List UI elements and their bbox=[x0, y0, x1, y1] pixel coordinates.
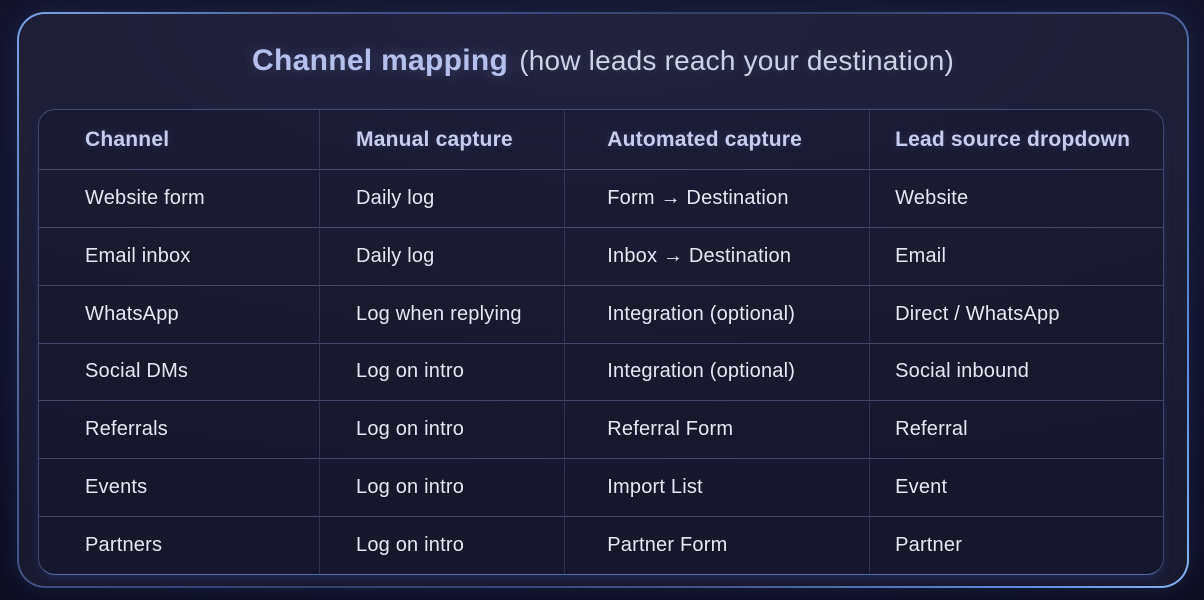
slide-card: Channel mapping (how leads reach your de… bbox=[19, 14, 1187, 586]
table-cell: Events bbox=[39, 458, 320, 517]
column-header-manual-capture: Manual capture bbox=[320, 110, 566, 169]
column-header-channel: Channel bbox=[39, 110, 320, 169]
table-cell: Daily log bbox=[320, 169, 566, 227]
table-cell: Log when replying bbox=[320, 284, 566, 343]
table-cell: Partner bbox=[870, 516, 1163, 574]
table-cell: WhatsApp bbox=[39, 284, 320, 343]
table-cell: Import List bbox=[565, 458, 871, 517]
table-cell: Website form bbox=[39, 169, 320, 227]
slide-card-border: Channel mapping (how leads reach your de… bbox=[17, 12, 1189, 588]
table-cell: Log on intro bbox=[320, 342, 566, 401]
table-cell: Log on intro bbox=[320, 400, 566, 459]
table-cell: Website bbox=[870, 169, 1163, 227]
table-cell: Direct / WhatsApp bbox=[870, 284, 1163, 343]
table-cell: Daily log bbox=[320, 226, 566, 285]
table-cell: Referral Form bbox=[565, 400, 871, 459]
table-grid: Channel Manual capture Automated capture… bbox=[39, 110, 1163, 574]
table-cell: Social DMs bbox=[39, 342, 320, 401]
table-cell: Partner Form bbox=[565, 516, 871, 574]
table-cell: Partners bbox=[39, 516, 320, 574]
table-cell: Inbox → Destination bbox=[565, 226, 871, 285]
channel-mapping-table: Channel Manual capture Automated capture… bbox=[38, 109, 1164, 575]
table-cell: Form → Destination bbox=[565, 169, 871, 227]
table-cell: Integration (optional) bbox=[565, 284, 871, 343]
table-cell: Email bbox=[870, 226, 1163, 285]
table-cell: Log on intro bbox=[320, 458, 566, 517]
column-header-automated-capture: Automated capture bbox=[565, 110, 871, 169]
table-cell: Integration (optional) bbox=[565, 342, 871, 401]
title-main: Channel mapping bbox=[252, 44, 509, 77]
table-cell: Referral bbox=[870, 400, 1163, 458]
table-cell: Log on intro bbox=[320, 516, 566, 574]
slide-title: Channel mapping (how leads reach your de… bbox=[19, 14, 1187, 108]
title-subtitle: (how leads reach your destination) bbox=[519, 45, 954, 76]
table-cell: Email inbox bbox=[39, 226, 320, 285]
table-cell: Referrals bbox=[39, 400, 320, 459]
table-cell: Event bbox=[870, 458, 1163, 516]
table-cell: Social inbound bbox=[870, 342, 1163, 401]
column-header-lead-source-dropdown: Lead source dropdown bbox=[895, 127, 1131, 151]
